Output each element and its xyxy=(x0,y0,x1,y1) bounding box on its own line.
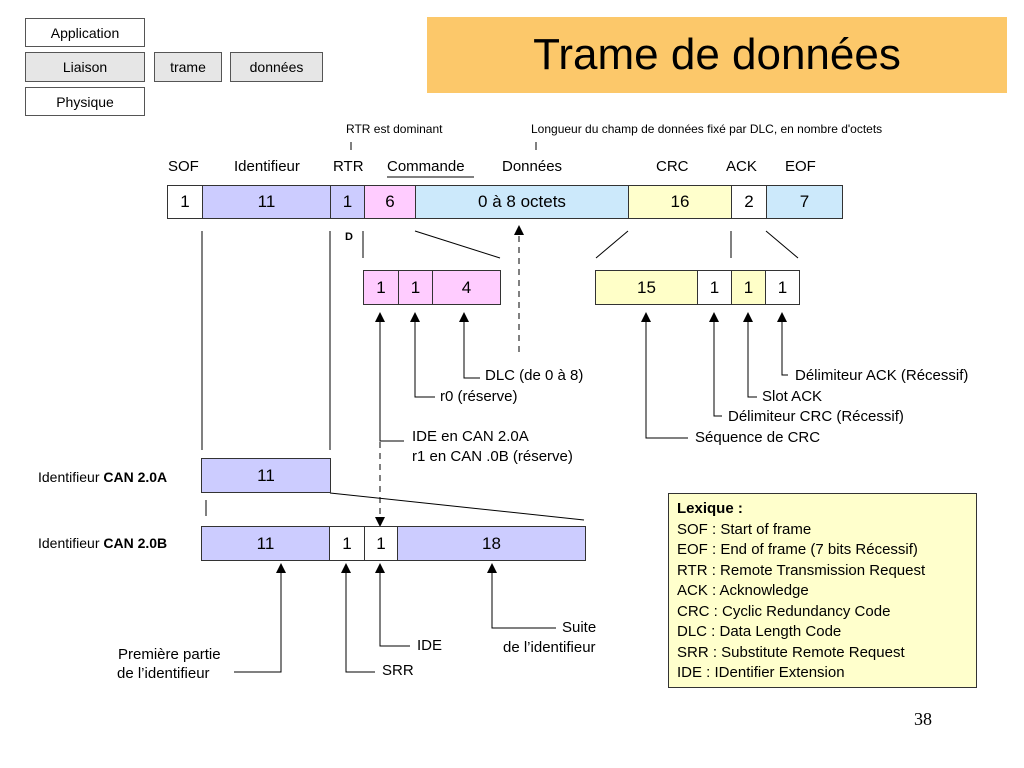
suite-arrow xyxy=(487,563,556,629)
page-title: Trame de données xyxy=(427,17,1007,93)
frame-cell-eof: 7 xyxy=(767,186,842,218)
lexique-heading: Lexique : xyxy=(677,500,743,517)
can20b-cell-identifier-a: 11 xyxy=(202,527,330,560)
can20b-frame: 11 1 1 18 xyxy=(201,526,586,561)
dlc-length-note: Longueur du champ de données fixé par DL… xyxy=(531,122,883,136)
premiere-partie-line2: de l’identifieur xyxy=(117,665,210,682)
frame-cell-donnees: 0 à 8 octets xyxy=(416,186,629,218)
lexique-item: RTR : Remote Transmission Request xyxy=(677,561,926,579)
page-title-text: Trame de données xyxy=(533,30,901,79)
layer-application-label: Application xyxy=(50,24,120,41)
field-label-sof: SOF xyxy=(168,158,199,175)
can-expand-line xyxy=(329,492,585,521)
layer-liaison-label: Liaison xyxy=(62,59,108,75)
commande-detail: 1 1 4 xyxy=(363,270,501,305)
frame-cell-identifier: 11 xyxy=(203,186,331,218)
field-label-rtr: RTR xyxy=(333,158,364,175)
can20b-prefix: Identifieur xyxy=(38,535,104,551)
frame-cell-crc: 16 xyxy=(629,186,732,218)
desc-slot-ack: Slot ACK xyxy=(762,388,823,405)
rtr-dominant-note: RTR est dominant xyxy=(346,122,443,136)
srr-label: SRR xyxy=(382,662,414,679)
main-frame: 1 11 1 6 0 à 8 octets 16 2 7 xyxy=(167,185,843,219)
layer-trame-label: trame xyxy=(170,59,206,75)
srr-arrow xyxy=(341,563,375,673)
crc-expand-left xyxy=(595,230,629,259)
can20a-bold: CAN 2.0A xyxy=(103,469,168,485)
frame-cell-sof: 1 xyxy=(168,186,203,218)
dlc-arrow xyxy=(459,312,480,379)
desc-r0: r0 (réserve) xyxy=(440,388,518,405)
can20a-prefix: Identifieur xyxy=(38,469,104,485)
layer-physique-label: Physique xyxy=(56,93,114,110)
ide-label: IDE xyxy=(417,637,443,654)
layer-donnees: données xyxy=(230,52,323,82)
can20b-cell-srr: 1 xyxy=(330,527,365,560)
can20b-cell-identifier-b: 18 xyxy=(398,527,585,560)
ide-bottom-arrow xyxy=(375,563,410,647)
r0-arrow xyxy=(410,312,435,398)
suite-line2: de l’identifieur xyxy=(503,639,596,656)
ack-delim-arrow xyxy=(777,312,788,376)
crc-cell-sequence: 15 xyxy=(596,271,698,304)
premiere-partie-line1: Première partie xyxy=(118,646,221,663)
can20a-cell-identifier: 11 xyxy=(257,465,275,485)
can20b-bold: CAN 2.0B xyxy=(103,535,168,551)
page-number: 38 xyxy=(914,709,932,729)
field-label-crc: CRC xyxy=(656,158,689,175)
lexique-item: SOF : Start of frame xyxy=(677,520,812,538)
can20b-label: Identifieur CAN 2.0B xyxy=(38,535,167,551)
premiere-arrow xyxy=(234,563,286,673)
lexique-item: CRC : Cyclic Redundancy Code xyxy=(677,602,891,620)
suite-line1: Suite xyxy=(562,619,597,636)
layer-physique: Physique xyxy=(25,87,145,116)
commande-cell-ide: 1 xyxy=(364,271,399,304)
can20a-label: Identifieur CAN 2.0A xyxy=(38,469,167,485)
crc-seq-arrow xyxy=(641,312,688,439)
ide-r1-arrow xyxy=(375,312,404,442)
field-label-ack: ACK xyxy=(726,158,757,175)
layer-donnees-label: données xyxy=(249,59,304,75)
ack-cell-delimiter: 1 xyxy=(766,271,799,304)
frame-cell-commande: 6 xyxy=(365,186,416,218)
crc-delim-arrow xyxy=(709,312,722,417)
layer-liaison: Liaison xyxy=(25,52,145,82)
field-label-eof: EOF xyxy=(785,158,816,175)
lexique-box: Lexique : SOF : Start of frame EOF : End… xyxy=(668,493,977,688)
desc-ack-delimiter: Délimiteur ACK (Récessif) xyxy=(795,367,969,384)
ack-cell-slot: 1 xyxy=(732,271,766,304)
lexique-item: IDE : IDentifier Extension xyxy=(677,664,845,681)
frame-cell-ack: 2 xyxy=(732,186,767,218)
desc-dlc: DLC (de 0 à 8) xyxy=(485,367,584,384)
crc-ack-detail: 15 1 1 1 xyxy=(595,270,800,305)
can20a-frame: 11 xyxy=(201,458,331,493)
lexique-item: EOF : End of frame (7 bits Récessif) xyxy=(677,541,918,558)
crc-cell-delimiter: 1 xyxy=(698,271,732,304)
commande-expand-right xyxy=(414,230,501,259)
layer-application: Application xyxy=(25,18,145,47)
lexique-item: ACK : Acknowledge xyxy=(677,582,809,599)
commande-cell-r0: 1 xyxy=(399,271,433,304)
desc-r1-b: r1 en CAN .0B (réserve) xyxy=(412,448,573,465)
layer-trame: trame xyxy=(154,52,222,82)
frame-cell-rtr: 1 xyxy=(331,186,365,218)
field-label-commande: Commande xyxy=(387,158,465,175)
field-label-identifier: Identifieur xyxy=(234,158,300,175)
desc-crc-sequence: Séquence de CRC xyxy=(695,429,821,446)
lexique-item: SRR : Substitute Remote Request xyxy=(677,643,905,661)
desc-crc-delimiter: Délimiteur CRC (Récessif) xyxy=(728,408,904,425)
can20b-cell-ide: 1 xyxy=(365,527,398,560)
desc-ide-a: IDE en CAN 2.0A xyxy=(412,428,529,445)
lexique-item: DLC : Data Length Code xyxy=(677,623,842,640)
ack-expand-right xyxy=(765,230,799,259)
field-label-donnees: Données xyxy=(502,158,563,175)
slot-ack-arrow xyxy=(743,312,757,398)
commande-cell-dlc: 4 xyxy=(461,277,472,297)
dominant-marker: D xyxy=(345,231,353,243)
